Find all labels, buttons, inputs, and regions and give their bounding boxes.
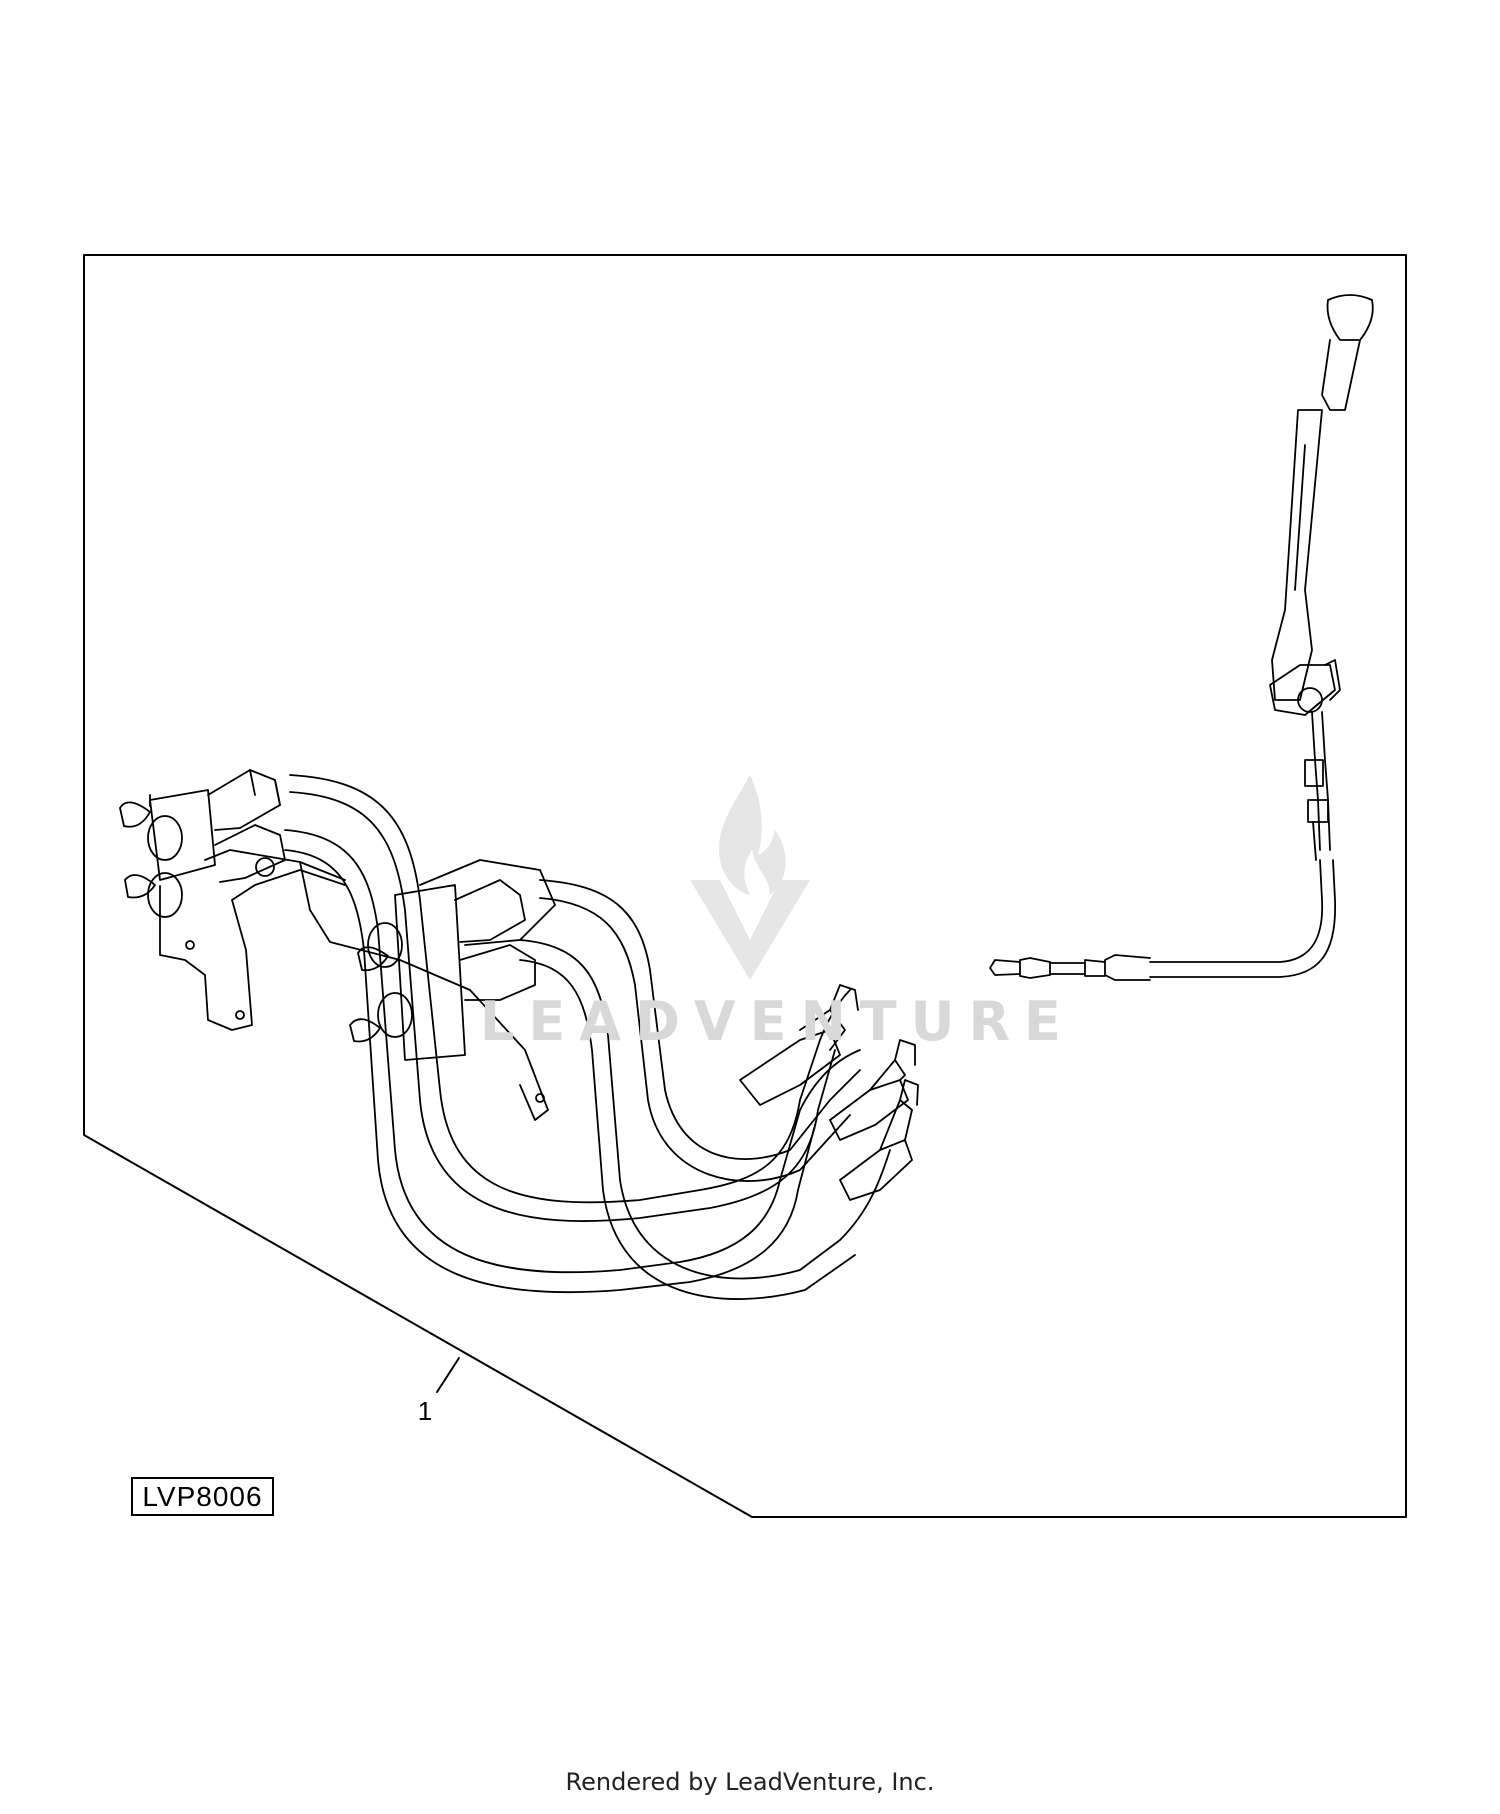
footer-credit: Rendered by LeadVenture, Inc. [565, 1768, 935, 1796]
control-lever-cable [989, 294, 1374, 981]
callout-number: 1 [418, 1396, 432, 1426]
diagram-frame [83, 254, 1407, 1518]
callout-leader-line [436, 1357, 460, 1393]
hydraulic-hose-assembly [119, 769, 919, 1300]
figure-id-label: LVP8006 [131, 1477, 274, 1516]
